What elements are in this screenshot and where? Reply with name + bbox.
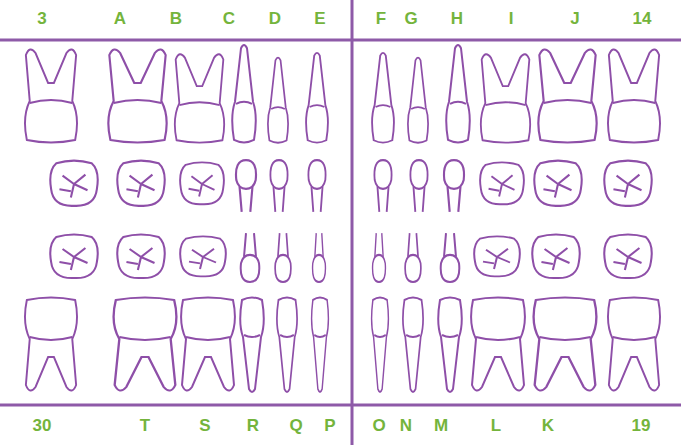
tooth-label: F <box>376 9 386 29</box>
tooth-label: D <box>269 9 281 29</box>
tooth-label: R <box>247 416 259 436</box>
lower-teeth-side <box>25 298 660 393</box>
tooth-label: C <box>223 9 235 29</box>
tooth-label: L <box>491 416 501 436</box>
tooth-label: S <box>199 416 210 436</box>
tooth-label: N <box>400 416 412 436</box>
tooth-label: I <box>509 9 514 29</box>
tooth-label: B <box>170 9 182 29</box>
lower-teeth-occlusal <box>50 233 651 282</box>
tooth-label: E <box>314 9 325 29</box>
tooth-label: 30 <box>33 416 52 436</box>
upper-teeth-occlusal <box>50 160 651 212</box>
tooth-label: P <box>324 416 335 436</box>
tooth-label: 19 <box>632 416 651 436</box>
tooth-label: O <box>372 416 385 436</box>
tooth-label: K <box>542 416 554 436</box>
upper-teeth-side <box>25 45 660 143</box>
tooth-label: G <box>404 9 417 29</box>
tooth-label: H <box>451 9 463 29</box>
tooth-label: A <box>114 9 126 29</box>
tooth-label: M <box>434 416 448 436</box>
tooth-label: Q <box>289 416 302 436</box>
tooth-label: 14 <box>633 9 652 29</box>
tooth-label: T <box>140 416 150 436</box>
tooth-label: 3 <box>37 9 46 29</box>
tooth-label: J <box>570 9 579 29</box>
